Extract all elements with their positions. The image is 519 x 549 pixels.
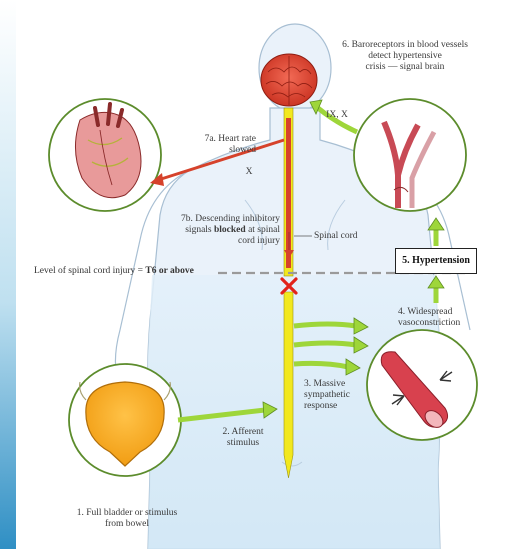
label-step7b-line1: 7b. Descending inhibitory (134, 214, 280, 225)
label-step1-line2: from bowel (62, 519, 192, 530)
label-nerve-ix-x: IX, X (322, 110, 352, 121)
label-step7b-post: at spinal (246, 225, 280, 235)
heart-circle (49, 99, 161, 211)
label-step1: 1. Full bladder or stimulus from bowel (62, 508, 192, 530)
label-step3-line2: sympathetic (304, 390, 384, 401)
bladder-circle (69, 364, 181, 476)
label-injury-level-prefix: Level of spinal cord injury = (34, 266, 145, 276)
label-step3: 3. Massive sympathetic response (304, 379, 384, 412)
label-spinal-cord: Spinal cord (314, 231, 384, 242)
left-decorative-bar (0, 0, 16, 549)
label-step6-line3: crisis — signal brain (320, 62, 490, 73)
spinal-cord (284, 108, 293, 478)
label-step3-line1: 3. Massive (304, 379, 384, 390)
label-step7a: 7a. Heart rate slowed (176, 134, 256, 156)
label-step7b-pre: signals (185, 225, 214, 235)
label-step2-line1: 2. Afferent (208, 427, 278, 438)
label-step7b-line3: cord injury (134, 236, 280, 247)
label-step7a-line1: 7a. Heart rate (176, 134, 256, 145)
hypertension-box: 5. Hypertension (395, 248, 477, 274)
label-step7a-line2: slowed (176, 145, 256, 156)
label-step7b-bold: blocked (214, 225, 246, 235)
label-step3-line3: response (304, 401, 384, 412)
label-nerve-x: X (242, 167, 256, 178)
label-step4-line1: 4. Widespread (398, 307, 498, 318)
label-step1-line1: 1. Full bladder or stimulus (62, 508, 192, 519)
baroreceptor-circle (354, 99, 466, 211)
label-step6: 6. Baroreceptors in blood vessels detect… (320, 40, 490, 73)
label-injury-level: Level of spinal cord injury = T6 or abov… (34, 266, 194, 276)
label-step2: 2. Afferent stimulus (208, 427, 278, 449)
label-injury-level-bold: T6 or above (145, 266, 193, 276)
label-step7b-line2: signals blocked at spinal (134, 225, 280, 236)
label-step6-line1: 6. Baroreceptors in blood vessels (320, 40, 490, 51)
label-step4-line2: vasoconstriction (398, 318, 498, 329)
label-step6-line2: detect hypertensive (320, 51, 490, 62)
label-step4: 4. Widespread vasoconstriction (398, 307, 498, 329)
brain (261, 54, 317, 106)
label-step2-line2: stimulus (208, 438, 278, 449)
label-step7b: 7b. Descending inhibitory signals blocke… (134, 214, 280, 247)
